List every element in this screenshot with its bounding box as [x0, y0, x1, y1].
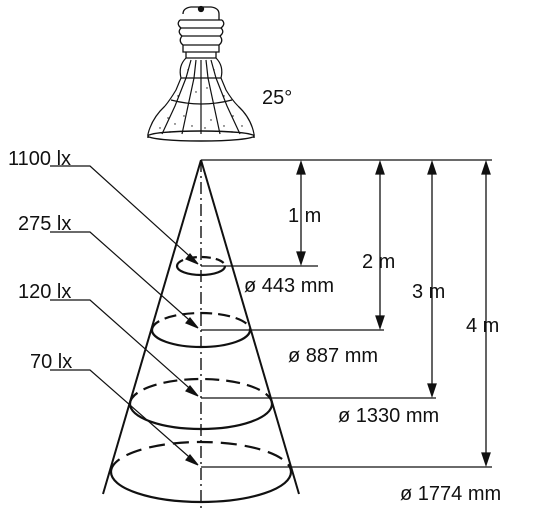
distance-arrow-2: [375, 159, 385, 331]
illuminance-leader-1: [50, 165, 199, 265]
distance-dimensions: [296, 159, 491, 468]
beam-section-2: [150, 311, 252, 349]
illuminance-label-3: 120 lx: [18, 281, 71, 303]
illuminance-leader-2: [50, 231, 199, 329]
distance-label-2: 2 m: [362, 251, 395, 273]
distance-arrow-4: [481, 159, 491, 468]
illuminance-leader-4: [50, 369, 199, 466]
light-cone: [102, 159, 300, 512]
distance-label-3: 3 m: [412, 281, 445, 303]
distance-label-4: 4 m: [466, 315, 499, 337]
diameter-label-4: ø 1774 mm: [400, 483, 501, 505]
illuminance-label-2: 275 lx: [18, 213, 71, 235]
diameter-label-3: ø 1330 mm: [338, 405, 439, 427]
beam-angle-label: 25°: [262, 87, 292, 109]
par-reflector-lamp-icon: [147, 5, 255, 142]
distance-arrow-3: [427, 159, 437, 399]
illuminance-label-1: 1100 lx: [8, 148, 71, 170]
illuminance-leader-3: [50, 299, 199, 397]
beam-section-3: [128, 377, 274, 431]
distance-label-1: 1 m: [288, 205, 321, 227]
illuminance-label-4: 70 lx: [30, 351, 72, 373]
diameter-leaders: [201, 265, 492, 468]
beam-section-1: [175, 255, 227, 277]
diameter-label-1: ø 443 mm: [244, 275, 334, 297]
illuminance-leaders: [50, 165, 199, 466]
diameter-label-2: ø 887 mm: [288, 345, 378, 367]
distance-arrow-1: [296, 159, 306, 267]
beam-section-4: [109, 440, 293, 504]
cone-right-edge: [200, 159, 300, 495]
